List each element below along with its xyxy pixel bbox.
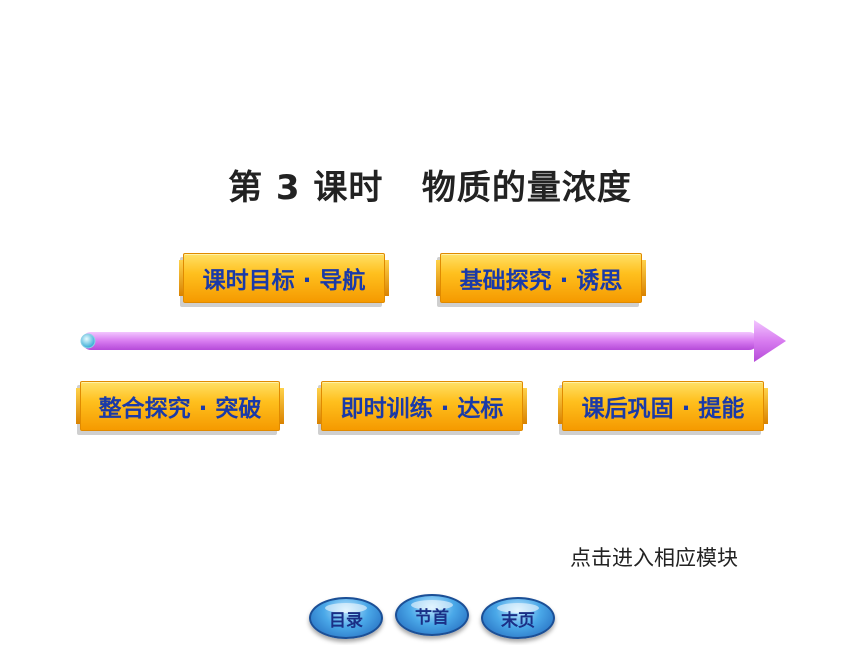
- module-button-after-class[interactable]: 课后巩固 · 提能: [558, 381, 768, 431]
- last-page-button[interactable]: 末页: [481, 597, 555, 639]
- section-home-button[interactable]: 节首: [395, 594, 469, 636]
- module-label: 即时训练 · 达标: [340, 396, 504, 422]
- module-label: 基础探究 · 诱思: [459, 268, 623, 294]
- lesson-title: 第 3 课时 物质的量浓度: [228, 168, 632, 208]
- contents-button[interactable]: 目录: [309, 597, 383, 639]
- module-label: 整合探究 · 突破: [98, 396, 262, 422]
- section-home-label: 节首: [415, 607, 449, 628]
- module-label: 课时目标 · 导航: [202, 268, 366, 294]
- contents-label: 目录: [329, 610, 363, 631]
- last-page-label: 末页: [501, 610, 535, 631]
- module-button-basic-inquiry[interactable]: 基础探究 · 诱思: [436, 253, 646, 303]
- timeline-arrow: [80, 320, 786, 362]
- module-label: 课后巩固 · 提能: [581, 396, 745, 422]
- module-button-instant-training[interactable]: 即时训练 · 达标: [317, 381, 527, 431]
- hint-text: 点击进入相应模块: [570, 546, 738, 570]
- module-button-integrated-inquiry[interactable]: 整合探究 · 突破: [76, 381, 284, 431]
- module-button-objectives[interactable]: 课时目标 · 导航: [179, 253, 389, 303]
